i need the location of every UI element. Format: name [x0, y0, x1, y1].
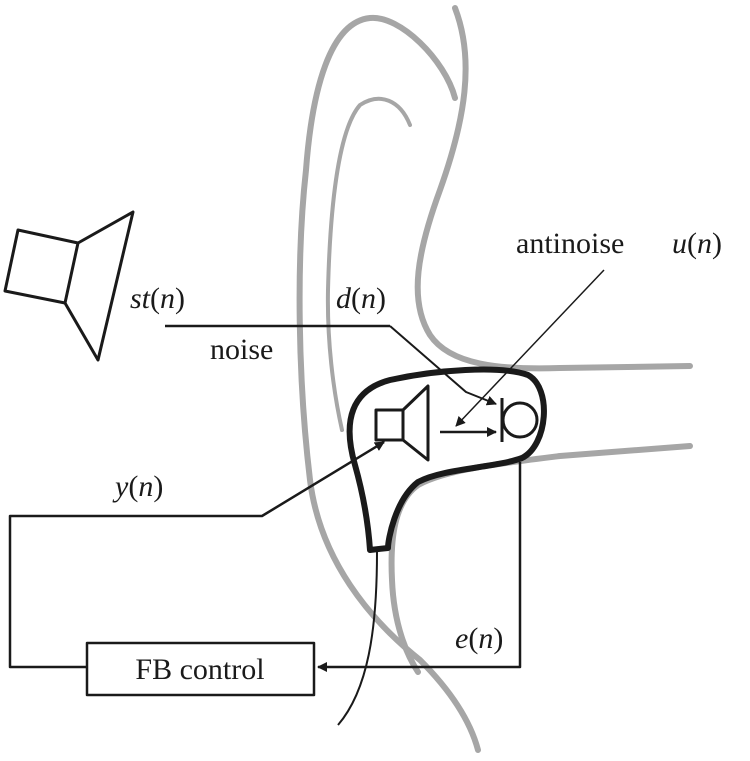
noise-path [165, 324, 497, 406]
e-signal-line [317, 462, 522, 672]
st-n-label: st(n) [130, 282, 185, 315]
ear-canal-lower [388, 443, 693, 675]
external-speaker-icon [3, 210, 135, 362]
noise-label: noise [210, 333, 273, 366]
error-mic-icon [500, 398, 539, 442]
u-n-label: u(n) [672, 227, 722, 260]
earpiece-housing [346, 366, 547, 553]
ear-helix-outer [414, 5, 693, 372]
y-signal-line [8, 440, 385, 669]
d-n-label: d(n) [336, 282, 386, 315]
e-n-label: e(n) [455, 622, 503, 655]
antinoise-label: antinoise [516, 227, 624, 260]
y-n-label: y(n) [112, 470, 163, 503]
ear-antihelix [325, 96, 412, 432]
earpiece-cable [337, 551, 378, 726]
fb-control-label: FB control [135, 653, 264, 686]
antinoise-pointer [455, 269, 605, 427]
earpiece-speaker-icon [374, 384, 430, 462]
ear-helix-front [296, 14, 481, 753]
fb-control-block: FB control [85, 641, 316, 697]
